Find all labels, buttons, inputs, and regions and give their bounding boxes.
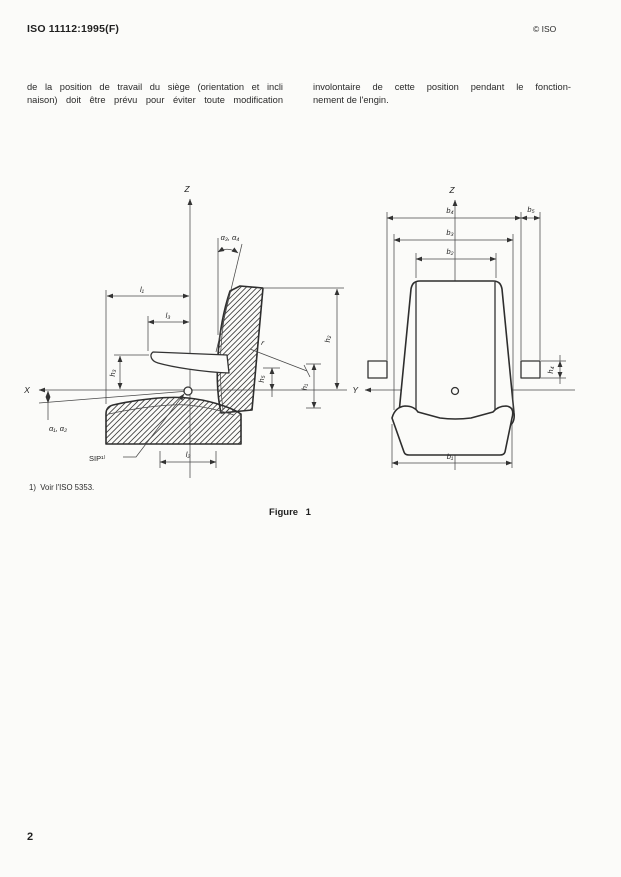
cushion-front-shape	[391, 405, 514, 456]
sip-leader	[123, 393, 185, 458]
front-view: Z Y b₄ b₅ b₃	[352, 185, 575, 470]
figure-caption: Figure 1	[269, 507, 311, 518]
body-column-right: involontaire de cette position pendant l…	[313, 81, 571, 107]
backrest-angle-label: α₃, α₄	[221, 233, 240, 242]
z-axis-label-front: Z	[448, 185, 455, 195]
header-standard-number: ISO 11112:1995(F)	[27, 23, 120, 35]
body-text-line: involontaire de cette position pendant l…	[313, 82, 571, 92]
l2-label: l₂	[186, 450, 191, 459]
body-text-line: de la position de travail du siège (orie…	[27, 82, 283, 92]
x-axis-label: X	[23, 385, 30, 395]
b5-label: b₅	[527, 205, 534, 214]
body-text-line: nement de l'engin.	[313, 95, 389, 105]
b1-label: b₁	[447, 452, 454, 461]
b4-label: b₄	[446, 206, 453, 215]
sip-label: SIP¹⁾	[89, 454, 106, 463]
header-copyright: © ISO	[533, 24, 557, 34]
cushion-angle-label: α₁, α₂	[49, 424, 67, 433]
backrest-front-contour	[219, 294, 230, 411]
figure-footnote: 1) Voir l'ISO 5353.	[29, 483, 95, 492]
armrest-side-shape	[150, 351, 230, 374]
l1-label: l₁	[140, 285, 145, 294]
h2-label: h₂	[323, 335, 332, 342]
page-number: 2	[27, 831, 34, 843]
b3-label: b₃	[446, 228, 453, 237]
h5-label: h₅	[257, 375, 266, 382]
h4-label: h₄	[546, 366, 555, 373]
y-axis-label: Y	[352, 385, 359, 395]
l3-label: l₃	[166, 311, 171, 320]
cushion-incline-line	[38, 390, 190, 404]
radius-leader	[249, 348, 308, 372]
angle-arc	[217, 246, 239, 254]
body-text-line: naison) doit être prévu pour éviter tout…	[27, 95, 283, 105]
backrest-side-shape	[216, 285, 264, 414]
body-column-left: de la position de travail du siège (orie…	[27, 81, 283, 107]
b2-label: b₂	[446, 247, 453, 256]
radius-label: r	[260, 338, 266, 347]
cushion-side-shape	[105, 396, 242, 445]
sip-point	[183, 386, 193, 396]
radius-end-tick	[303, 364, 311, 378]
armrest-section-right	[520, 360, 541, 379]
z-axis-label-side: Z	[183, 184, 190, 194]
angle-ref-slant	[215, 243, 243, 353]
armrest-section-left	[367, 360, 388, 379]
h1-label: h₁	[300, 383, 309, 390]
side-view: Z X α₃, α₄ l₁ l₃	[23, 184, 347, 478]
h3-label: h₃	[108, 369, 117, 376]
cushion-top-contour	[108, 404, 235, 416]
sip-point-front	[450, 386, 460, 396]
